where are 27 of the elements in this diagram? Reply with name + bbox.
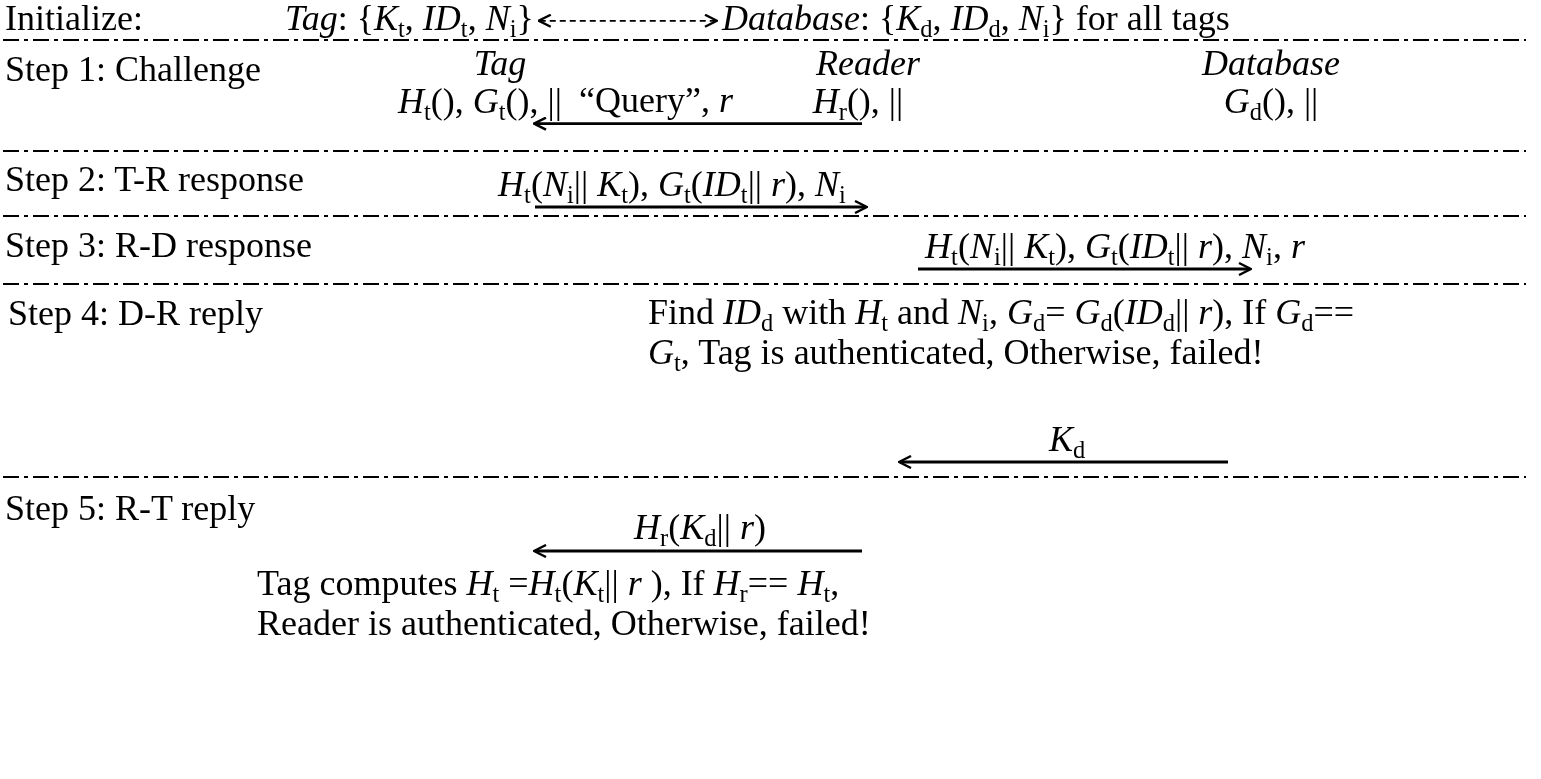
message-label: H$_{t}$(N$_{i}$|| K$_{t}$), G$_{t}$(ID$_{t}$|| r), N$_{i}$, r	[925, 227, 1305, 267]
function-list: H$_{t}$(), G$_{t}$(), ||	[398, 82, 562, 122]
message-label: K$_{d}$	[1048, 420, 1086, 460]
row-label: Initialize:	[5, 0, 143, 39]
arrow	[897, 454, 1230, 470]
step-label: Step 3: R-D response	[5, 226, 312, 266]
edge-label: H$_{r}$(K$_{d}$|| r)	[634, 508, 766, 548]
arrow	[535, 199, 869, 215]
arrow	[537, 13, 719, 28]
edge-label: “Query”, r	[579, 81, 733, 121]
entity-state-text: Tag: {K$_{t}$, ID$_{t}$, N$_{i}$}	[285, 0, 534, 39]
step-label: Step 1: Challenge	[5, 50, 261, 90]
step-note: Find ID$_{d}$ with H$_{t}$ and N$_{i}$, G$_{d}$= G$_{d}$(ID$_{d}$|| r), If G$_{d}$== G$_{t}$, Tag is authenticated, Otherwise, failed!	[648, 293, 1356, 373]
column-header: Tag	[473, 44, 527, 84]
step-label: Step 5: R-T reply	[5, 489, 256, 529]
arrow	[918, 261, 1253, 277]
entity-state-text: Database: {K$_{d}$, ID$_{d}$, N$_{i}$} for all tags	[722, 0, 1230, 39]
message-label: H$_{t}$(N$_{i}$|| K$_{t}$), G$_{t}$(ID$_{t}$|| r), N$_{i}$	[498, 165, 846, 205]
step-label: Step 2: T-R response	[5, 160, 304, 200]
function-list: H$_{r}$(), ||	[812, 82, 904, 122]
column-header: Database	[1202, 44, 1340, 84]
step-note: Tag computes H$_{t}$ =H$_{t}$(K$_{t}$|| r ), If H$_{r}$== H$_{t}$, Reader is authenticated, Otherwise, failed!	[257, 564, 877, 644]
arrow	[532, 116, 862, 131]
step-label: Step 4: D-R reply	[8, 294, 263, 334]
function-list: G$_{d}$(), ||	[1223, 82, 1319, 122]
arrow	[532, 543, 862, 559]
column-header: Reader	[816, 44, 920, 84]
